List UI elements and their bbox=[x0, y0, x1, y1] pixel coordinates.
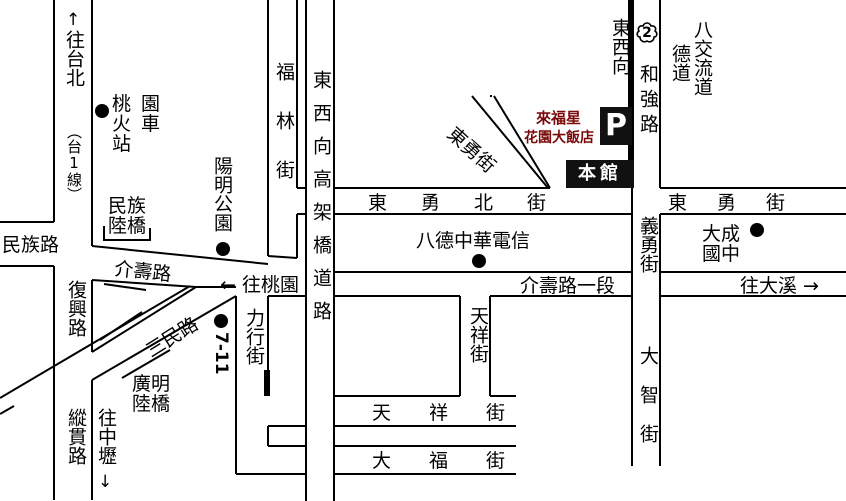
label-to-taoyuan: ← 往桃園 bbox=[220, 274, 299, 296]
label-yangming-park: 陽明公園 bbox=[211, 156, 233, 232]
dongyong-diag-north bbox=[493, 95, 551, 189]
label-zongguan: 縱貫路 bbox=[65, 408, 87, 465]
label-fuxing-road: 復興路 bbox=[65, 280, 87, 337]
label-lixing: 力行街 bbox=[243, 308, 265, 365]
label-jieshou-road: 介壽路 bbox=[113, 257, 173, 286]
route-2-icon: 2 bbox=[636, 22, 658, 44]
label-dazhi: 大智街 bbox=[637, 346, 659, 463]
hotel-name-line2: 花園大飯店 bbox=[524, 130, 594, 146]
right-arrow-icon: → bbox=[797, 275, 819, 297]
label-guangming-bridge: 廣明陸橋 bbox=[132, 373, 171, 415]
label-dacheng: 大成國中 bbox=[702, 223, 741, 265]
parking-icon: P bbox=[600, 107, 632, 145]
down-arrow-icon: ↓ bbox=[98, 472, 113, 492]
east-divider bbox=[628, 0, 634, 188]
label-to-daxi: 往大溪 → bbox=[740, 275, 819, 297]
label-tianxiang-v: 天祥街 bbox=[467, 306, 489, 363]
minzu-bridge-mark bbox=[103, 226, 151, 241]
label-hoqiang: 和強路 bbox=[637, 64, 659, 139]
seven-eleven-dot-icon bbox=[214, 314, 228, 328]
cht-dot-icon bbox=[472, 254, 486, 268]
left-arrow-icon: ← bbox=[220, 274, 242, 296]
label-to-zhongli: 往中壢 bbox=[95, 408, 117, 465]
station-dot-icon bbox=[95, 104, 109, 118]
dacheng-dot-icon bbox=[750, 223, 764, 237]
label-minzu-road: 民族路 bbox=[2, 234, 60, 256]
label-viaduct: 東西向高架橋道路 bbox=[310, 70, 332, 334]
jieshou-road-top bbox=[91, 245, 269, 265]
jieshou-road-bottom bbox=[91, 279, 197, 288]
label-fulin: 福林街 bbox=[273, 62, 295, 209]
main-building-label: 本館 bbox=[566, 160, 634, 188]
label-dafu: 大福街 bbox=[372, 450, 544, 472]
label-seven-eleven: 7-11 bbox=[211, 332, 231, 375]
label-tianxiang-h: 天祥街 bbox=[372, 402, 544, 424]
label-to-taipei: 往台北 bbox=[63, 30, 85, 87]
up-arrow-icon: ↑ bbox=[66, 10, 81, 30]
label-jiaoliu: 八交流道 bbox=[691, 20, 713, 96]
label-jieshou-duan: 介壽路一段 bbox=[520, 275, 616, 297]
label-dongyong-east: 東勇街 bbox=[668, 192, 816, 214]
label-dongyong-north: 東勇北街 bbox=[368, 192, 581, 214]
label-yiyong: 義勇街 bbox=[637, 216, 659, 273]
label-station: 桃園火車站 bbox=[112, 93, 171, 155]
label-tai1: （台1線） bbox=[65, 124, 83, 202]
label-dongxiang-right: 東西向 bbox=[609, 18, 631, 75]
label-deliu: 德道 bbox=[669, 44, 691, 82]
hotel-name-line1: 來福星 bbox=[536, 109, 582, 127]
park-dot-icon bbox=[216, 242, 230, 256]
label-minzu-bridge: 民族陸橋 bbox=[108, 195, 147, 237]
label-cht: 八德中華電信 bbox=[416, 230, 531, 252]
